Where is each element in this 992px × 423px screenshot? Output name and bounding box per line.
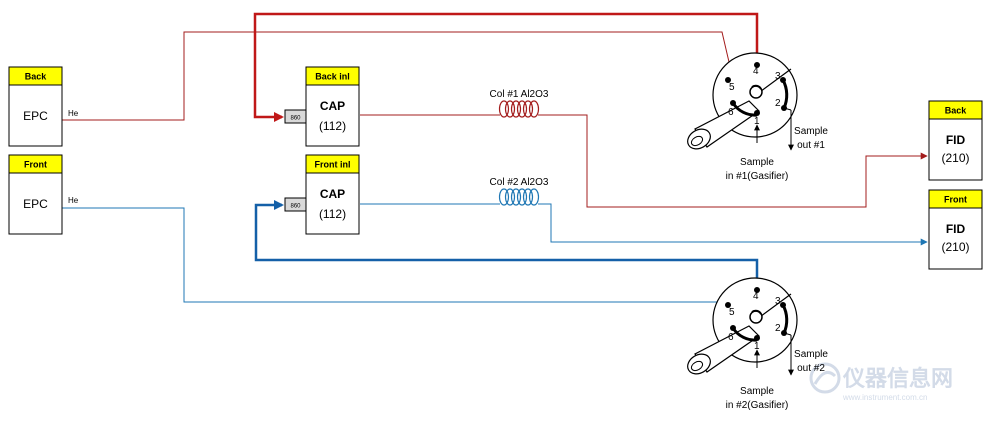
valve-back-sample-out-line1: Sample [794, 126, 828, 137]
valve-back-port-6 [730, 100, 736, 106]
epc-front-box [8, 172, 63, 235]
column-front-coil-loop [528, 188, 540, 206]
fid-front-label: Front [944, 195, 967, 205]
line-front-he-supply [62, 207, 719, 303]
column-front: Col #2 Al2O3 [490, 177, 549, 206]
epc-back-box [8, 84, 63, 147]
valve-front-sample-out-line1: Sample [794, 349, 828, 360]
valve-front-port-6 [730, 325, 736, 331]
valve-front-port-label-3: 3 [775, 296, 781, 307]
inlet-back: Back inl CAP (112) 860 [284, 66, 360, 147]
inlet-front-box [305, 172, 360, 235]
watermark: 仪器信息网 www.instrument.com.cn [809, 362, 953, 402]
fid-front-line2: (210) [941, 240, 969, 254]
column-back-coil-loop [504, 100, 516, 118]
column-front-coil-loop [504, 188, 516, 206]
column-front-coil-loop [510, 188, 522, 206]
line-back-carrier-loop [253, 12, 759, 122]
epc-back: Back EPC He [8, 66, 79, 147]
epc-front-label: Front [24, 160, 47, 170]
column-back: Col #1 Al2O3 [490, 89, 549, 118]
fid-back-line1: FID [946, 133, 966, 147]
inlet-back-line2: (112) [319, 119, 346, 133]
line-front-to-fid [538, 203, 928, 246]
valve-back-port-label-2: 2 [775, 98, 781, 109]
inlet-front-line1: CAP [320, 187, 345, 201]
valve-front-sample-out-line2: out #2 [797, 363, 825, 374]
valve-back-sample-in-line2: in #1(Gasifier) [726, 171, 789, 182]
line-back-to-fid [538, 114, 928, 208]
fid-back: Back FID (210) [928, 100, 983, 181]
valve-back-port-4 [754, 62, 760, 68]
inlet-front-label: Front inl [315, 160, 351, 170]
fid-front-box [928, 207, 983, 270]
inlet-front-line2: (112) [319, 207, 346, 221]
fid-back-line2: (210) [941, 151, 969, 165]
valve-back-port-3 [780, 77, 786, 83]
column-back-coil-loop [498, 100, 510, 118]
inlet-back-tag: 860 [290, 116, 301, 122]
valve-front-handle-hole [690, 360, 704, 372]
column-back-coil-loop [522, 100, 534, 118]
valve-back-sample-in-line1: Sample [740, 157, 774, 168]
inlet-back-label: Back inl [315, 72, 350, 82]
column-front-label: Col #2 Al2O3 [490, 177, 549, 188]
valve-front-port-label-5: 5 [729, 307, 735, 318]
valve-front-port-label-1: 1 [754, 341, 760, 352]
valve-back-port-label-1: 1 [754, 116, 760, 127]
inlet-front-tag: 860 [290, 204, 301, 210]
column-back-coil-loop [516, 100, 528, 118]
column-back-label: Col #1 Al2O3 [490, 89, 549, 100]
inlet-back-tag-box [284, 109, 307, 124]
epc-front-text: EPC [23, 197, 48, 211]
valve-back-port-5 [725, 77, 731, 83]
valve-front-port-4 [754, 287, 760, 293]
valve-front-port-label-4: 4 [753, 291, 759, 302]
valve-front-port-5 [725, 302, 731, 308]
valve-back-port-1 [754, 110, 760, 116]
fid-front: Front FID (210) [928, 189, 983, 270]
valve-back-port-label-4: 4 [753, 66, 759, 77]
valve-front-sample-in-line1: Sample [740, 386, 774, 397]
epc-back-text: EPC [23, 109, 48, 123]
valve-front-port-3 [780, 302, 786, 308]
inlet-front: Front inl CAP (112) 860 [284, 154, 360, 235]
fid-back-label: Back [945, 106, 968, 116]
fid-back-box [928, 118, 983, 181]
valve-back-port-label-3: 3 [775, 71, 781, 82]
epc-front: Front EPC He [8, 154, 79, 235]
inlet-front-tag-box [284, 197, 307, 212]
valve-front-port-label-6: 6 [728, 332, 734, 343]
valve-front-port-label-2: 2 [775, 323, 781, 334]
column-back-coil-icon [498, 100, 540, 118]
epc-back-label: Back [25, 72, 48, 82]
valve-back-sample-out-line2: out #1 [797, 140, 825, 151]
column-front-coil-icon [498, 188, 540, 206]
watermark-sub: www.instrument.com.cn [842, 393, 927, 402]
valve-back-port-label-6: 6 [728, 107, 734, 118]
valve-back-handle-hole [690, 135, 704, 147]
valve-back: 1 2 3 4 5 6 [687, 52, 798, 151]
column-front-coil-loop [498, 188, 510, 206]
line-front-carrier-loop [254, 200, 759, 290]
valve-front-port-1 [754, 335, 760, 341]
inlet-back-box [305, 84, 360, 147]
watermark-text: 仪器信息网 [842, 366, 953, 391]
column-front-coil-loop [516, 188, 528, 206]
epc-front-gas: He [68, 196, 79, 205]
inlet-back-line1: CAP [320, 99, 345, 113]
column-back-coil-loop [510, 100, 522, 118]
valve-front: 1 2 3 4 5 6 [687, 277, 798, 376]
column-back-coil-loop [528, 100, 540, 118]
valve-back-port-label-5: 5 [729, 82, 735, 93]
valve-front-sample-in-line2: in #2(Gasifier) [726, 400, 789, 411]
column-front-coil-loop [522, 188, 534, 206]
watermark-logo-icon [809, 362, 841, 394]
line-back-he-supply [62, 31, 730, 121]
fid-front-line1: FID [946, 222, 966, 236]
epc-back-gas: He [68, 109, 79, 118]
